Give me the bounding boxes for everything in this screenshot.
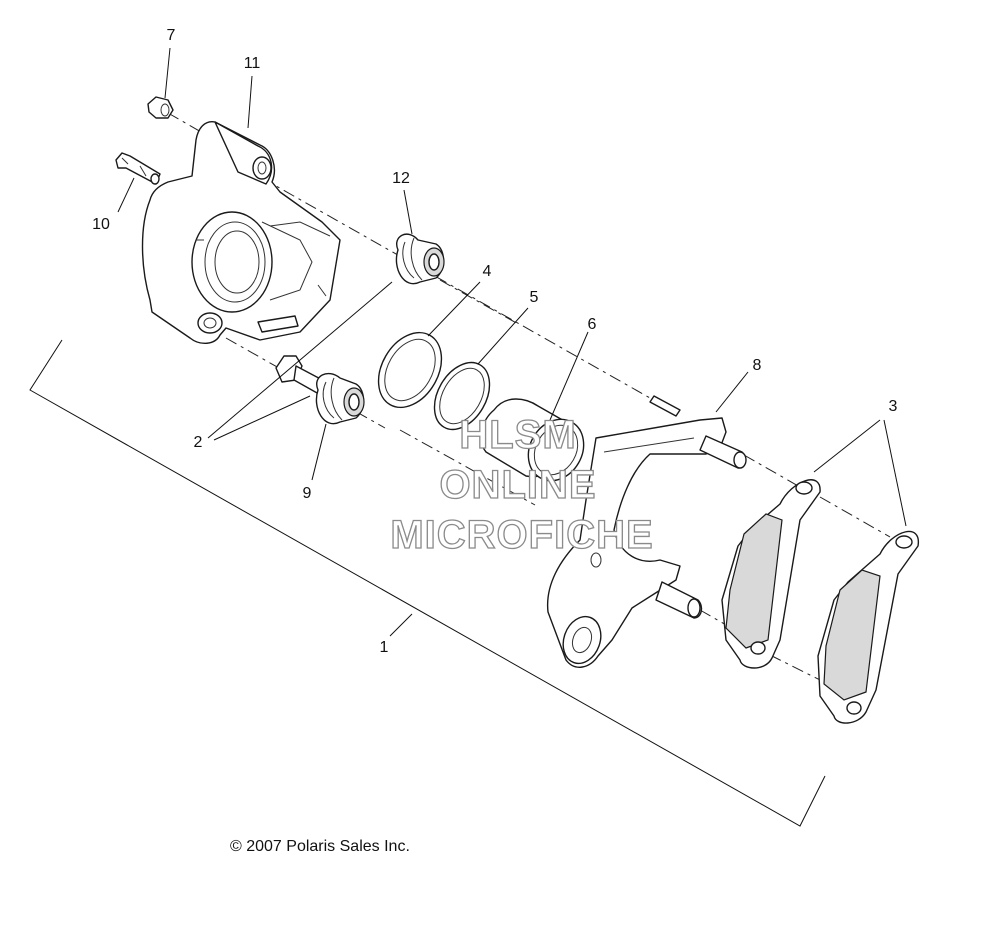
mounting-bracket (546, 395, 747, 668)
brake-pad-outer (817, 530, 919, 724)
callout-labels: 7 11 10 12 4 5 6 8 3 2 9 1 (92, 27, 897, 656)
callout-8: 8 (753, 357, 762, 374)
callout-10: 10 (92, 216, 110, 233)
leader-lines (117, 47, 907, 637)
lower-pin-boot (315, 372, 365, 425)
brake-pad-inner (721, 479, 821, 669)
callout-7: 7 (167, 27, 176, 44)
callout-2: 2 (194, 434, 203, 451)
callout-9: 9 (303, 485, 312, 502)
callout-11: 11 (244, 55, 261, 72)
piston (480, 398, 585, 482)
upper-pin-boot (395, 233, 445, 285)
callout-5: 5 (530, 289, 539, 306)
dust-seal (433, 361, 491, 431)
copyright-notice: © 2007 Polaris Sales Inc. (230, 838, 410, 855)
callout-12: 12 (392, 170, 410, 187)
bleeder-screw (115, 152, 161, 185)
caliper-body (141, 121, 341, 344)
callout-4: 4 (483, 263, 492, 280)
callout-3: 3 (889, 398, 898, 415)
watermark-line-3: MICROFICHE (390, 513, 653, 557)
watermark: HLSM ONLINE MICROFICHE (390, 412, 654, 557)
piston-seal (377, 331, 443, 409)
watermark-line-2: ONLINE (439, 463, 596, 507)
callout-6: 6 (588, 316, 597, 333)
callout-1: 1 (380, 639, 389, 656)
bleeder-cap (147, 96, 174, 119)
watermark-line-1: HLSM (459, 413, 576, 457)
assembly-bracket (29, 339, 826, 827)
